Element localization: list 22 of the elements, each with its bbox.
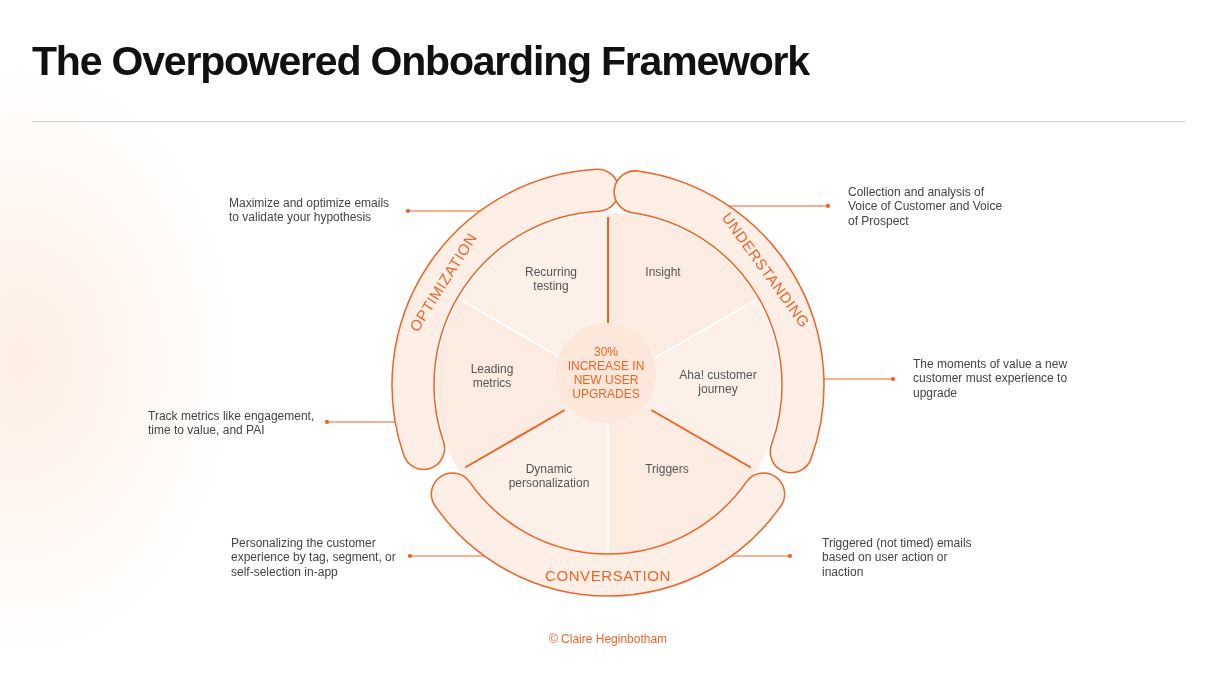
segment-label: Insight bbox=[628, 265, 698, 280]
title: The Overpowered Onboarding Framework bbox=[32, 38, 809, 85]
segment-label: Leading metrics bbox=[452, 362, 532, 391]
leader-line bbox=[731, 553, 793, 559]
leader-line bbox=[728, 203, 831, 209]
annotation-text: Maximize and optimize emails to validate your hypothesis bbox=[229, 196, 408, 225]
annotation-text: Triggered (not timed) emails based on user action or inaction bbox=[790, 536, 972, 580]
annotation-text: Track metrics like engagement, time to value, and PAI bbox=[148, 409, 327, 438]
annotation-text: Collection and analysis of Voice of Customer and Voice of Prospect bbox=[828, 185, 1010, 229]
annotation-text: Personalizing the customer experience by tag, segment, or self-selection in-app bbox=[231, 536, 410, 580]
segment-label: Dynamic personalization bbox=[489, 462, 609, 491]
leader-line bbox=[407, 553, 485, 559]
leader-line bbox=[324, 419, 396, 425]
segment-label: Recurring testing bbox=[506, 265, 596, 294]
annotation-text: The moments of value a new customer must experience to upgrade bbox=[893, 357, 1079, 401]
credit-text: © Claire Heginbotham bbox=[547, 632, 669, 646]
leader-line bbox=[823, 376, 896, 382]
band-label: CONVERSATION bbox=[544, 566, 672, 584]
segment-label: Triggers bbox=[632, 462, 702, 477]
leader-line bbox=[405, 208, 481, 214]
segment-label: Aha! customer journey bbox=[668, 368, 768, 397]
center-text: 30% INCREASE IN NEW USER UPGRADES bbox=[566, 344, 646, 402]
